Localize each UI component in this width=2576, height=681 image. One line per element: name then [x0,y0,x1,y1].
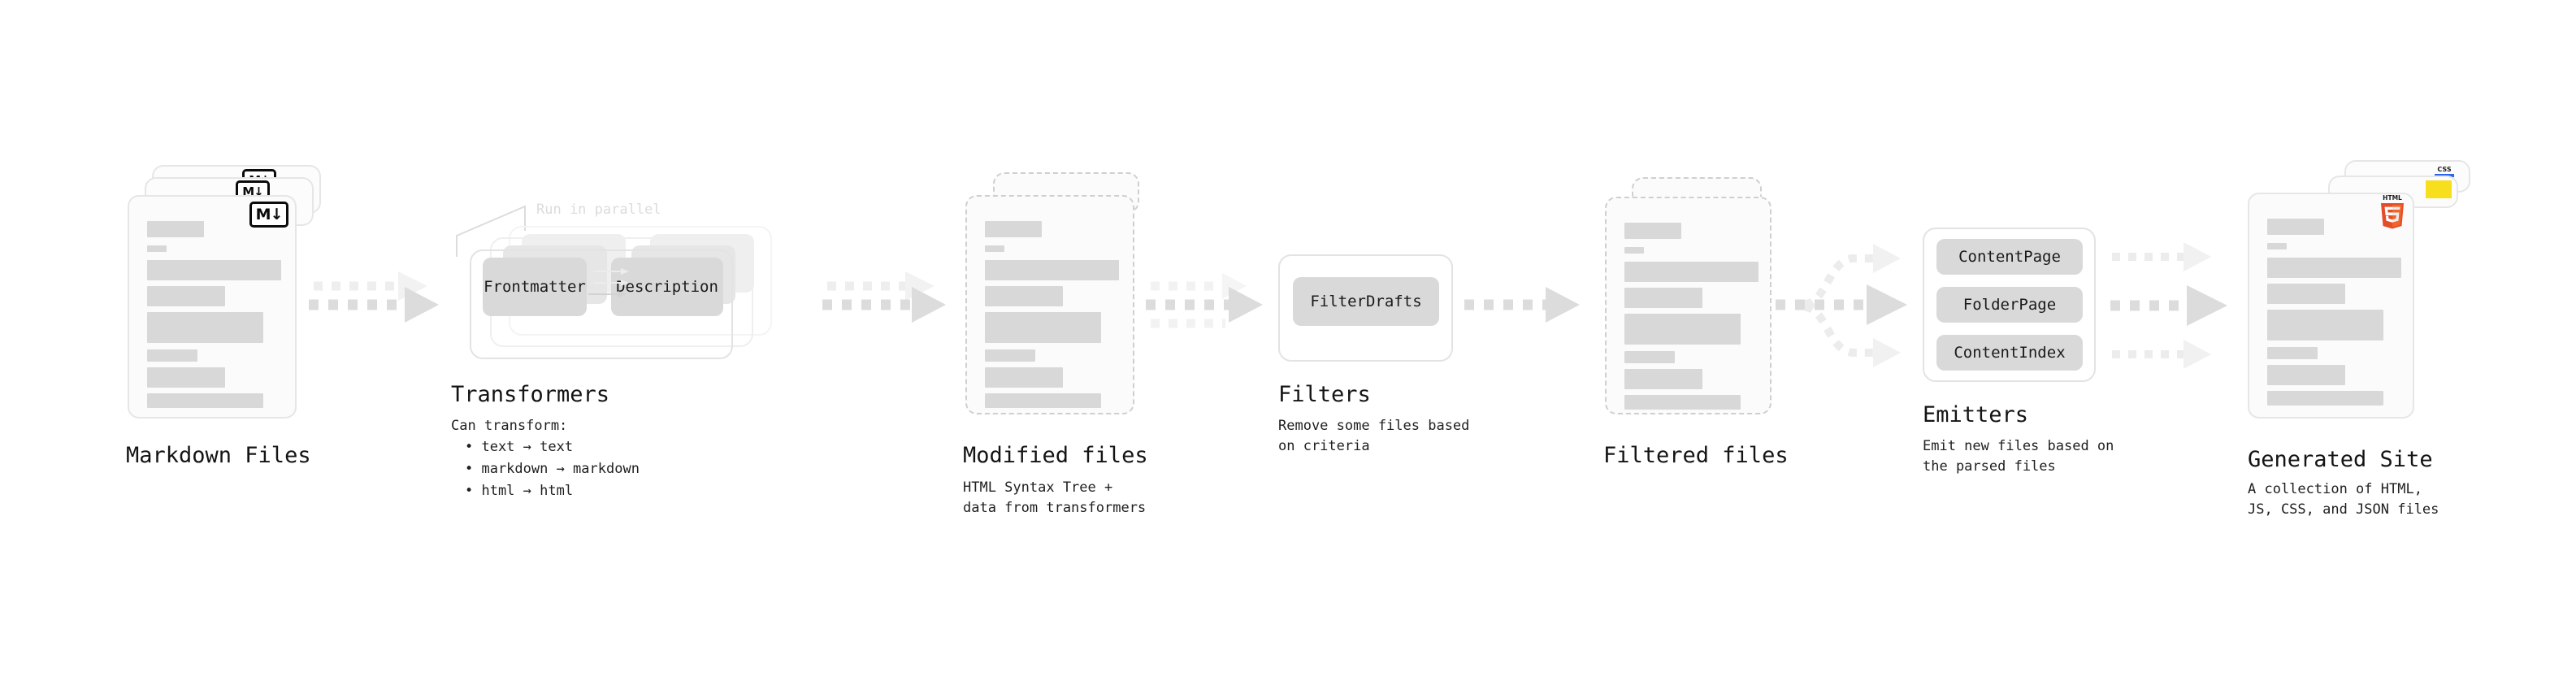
markdown-badge: M↓ [249,202,288,228]
arrow-markdown-to-transformers [309,271,439,323]
generated-site-caption: A collection of HTML, JS, CSS, and JSON … [2248,481,2439,518]
markdown-card-front [128,195,297,419]
emitters-caption: Emit new files based on the parsed files [1923,438,2114,475]
transformers-caption-bullet-1: • text → text [465,439,574,455]
doc-bar [1624,351,1675,363]
doc-bar [147,286,225,306]
doc-bar [1624,223,1681,239]
doc-bar [147,312,263,343]
doc-bar [1624,395,1741,410]
emitters-box [1923,228,2096,382]
modified-files-title: Modified files [963,443,1148,468]
transformer-frontmatter-pill[interactable]: Frontmatter [483,258,587,316]
doc-bar [985,393,1101,408]
svg-text:CSS: CSS [2437,166,2451,173]
doc-bar [985,221,1042,237]
doc-bar [1624,262,1759,282]
transformer-description-pill[interactable]: Description [611,258,723,316]
doc-bar [2267,284,2345,304]
html5-icon: HTML [2381,194,2404,229]
filters-title: Filters [1278,382,1371,407]
generated-site-title: Generated Site [2248,447,2433,472]
filtered-card-front [1605,197,1772,414]
transformers-caption-header: Can transform: [451,418,568,434]
modified-card-front [965,195,1134,414]
javascript-icon [2426,180,2452,198]
transformer-inner-arrows [588,268,629,297]
markdown-files-title: Markdown Files [126,443,311,468]
modified-files-caption: HTML Syntax Tree + data from transformer… [963,479,1147,516]
filtered-files-title: Filtered files [1603,443,1789,468]
doc-bar [2267,310,2383,340]
emitter-folder-page-pill[interactable]: FolderPage [1936,287,2083,323]
transformers-title: Transformers [451,382,610,407]
doc-bar [2267,391,2383,406]
transformers-caption-bullet-2: • markdown → markdown [465,461,640,477]
transformers-caption-bullet-3: • html → html [465,483,574,499]
doc-bar [1624,369,1702,389]
run-in-parallel-bracket [456,205,526,257]
arrow-transformers-to-modified [822,271,946,323]
arrow-filtered-to-emitters-fanout [1776,244,1907,367]
emitter-content-page-pill[interactable]: ContentPage [1936,239,2083,275]
filter-drafts-pill[interactable]: FilterDrafts [1293,277,1439,326]
doc-bar [985,367,1063,388]
doc-bar [147,349,197,362]
doc-bar [2267,365,2345,385]
doc-bar [1624,288,1702,308]
doc-bar [985,245,1004,252]
doc-bar [147,260,281,280]
emitter-content-index-pill[interactable]: ContentIndex [1936,335,2083,371]
filters-box [1278,254,1453,362]
doc-bar [985,286,1063,306]
doc-bar [147,393,263,408]
doc-bar [1624,314,1741,345]
doc-bar [2267,219,2324,235]
transformer-panel-front [470,249,733,359]
doc-bar [1624,247,1644,254]
emitters-title: Emitters [1923,402,2029,427]
doc-bar [985,312,1101,343]
doc-bar [147,367,225,388]
arrow-modified-to-filters [1146,273,1263,328]
doc-bar [147,221,204,237]
arrow-emitters-to-generated-site [2110,242,2227,369]
svg-text:HTML: HTML [2383,194,2402,202]
run-in-parallel-label: Run in parallel [536,202,661,218]
doc-bar [147,245,167,252]
doc-bar [2267,258,2401,278]
doc-bar [2267,243,2287,249]
doc-bar [2267,347,2318,359]
filters-caption: Remove some files based on criteria [1278,418,1470,454]
doc-bar [985,260,1119,280]
generated-card-front [2248,193,2414,419]
arrow-filters-to-filtered [1464,287,1580,323]
doc-bar [985,349,1035,362]
